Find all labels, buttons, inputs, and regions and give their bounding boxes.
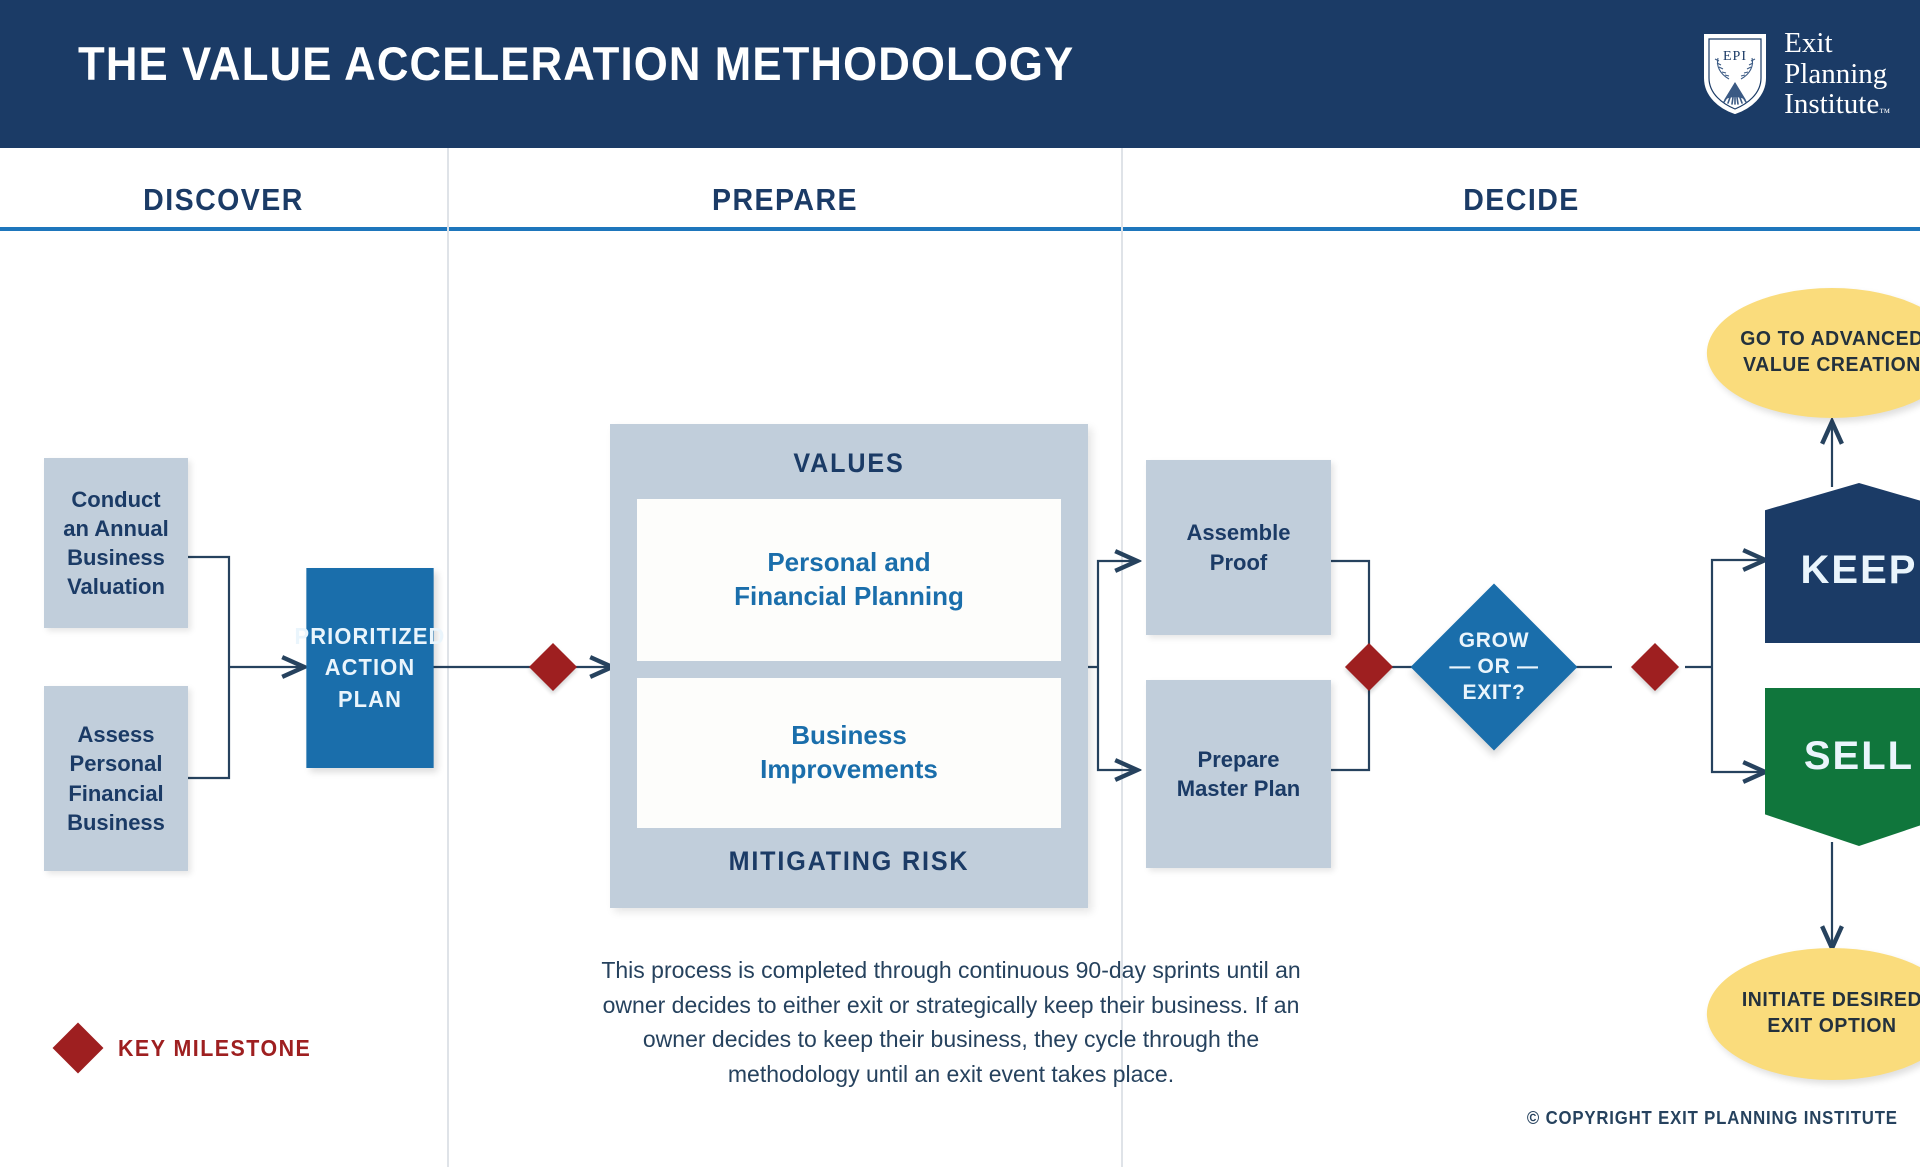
legend-key-milestone: KEY MILESTONE — [52, 1022, 326, 1074]
label-values: VALUES — [793, 448, 905, 478]
decision-line-3: EXIT? — [1462, 681, 1526, 705]
column-heading-prepare: PREPARE — [711, 182, 859, 217]
key-milestone-diamond-3 — [1630, 642, 1680, 692]
label-mitigating-risk: MITIGATING RISK — [728, 846, 970, 876]
column-heading-discover: DISCOVER — [143, 182, 304, 217]
legend-milestone-icon — [52, 1022, 104, 1074]
svg-text:EPI: EPI — [1723, 49, 1747, 64]
decision-line-1: GROW — [1458, 628, 1530, 652]
legend-milestone-label: KEY MILESTONE — [118, 1034, 312, 1061]
key-milestone-diamond-2 — [1344, 642, 1394, 692]
trademark-symbol: ™ — [1879, 107, 1890, 120]
divider-discover-prepare — [447, 148, 449, 1167]
logo-line-1: Exit — [1784, 26, 1833, 59]
decision-line-2: — OR — — [1449, 654, 1539, 678]
logo-line-2: Planning — [1784, 57, 1888, 90]
prepare-note-text: This process is completed through contin… — [601, 957, 1301, 1087]
rule-decide — [1123, 227, 1920, 231]
epi-logo: EPI Exit Planning In — [1702, 16, 1890, 132]
logo-line-3: Institute — [1784, 88, 1880, 121]
epi-shield-icon: EPI — [1704, 34, 1767, 115]
page-header: THE VALUE ACCELERATION METHODOLOGY EPI — [0, 0, 1920, 148]
copyright-text: © COPYRIGHT EXIT PLANNING INSTITUTE — [1527, 1108, 1898, 1128]
decision-grow-or-exit[interactable]: GROW — OR — EXIT? — [1410, 583, 1578, 751]
page-title: THE VALUE ACCELERATION METHODOLOGY — [78, 37, 1075, 90]
column-heading-decide: DECIDE — [1463, 182, 1580, 217]
rule-discover — [0, 227, 447, 231]
rule-prepare — [449, 227, 1121, 231]
key-milestone-diamond-1 — [528, 642, 578, 692]
outcome-sell[interactable]: SELL — [1765, 688, 1920, 846]
outcome-keep[interactable]: KEEP — [1765, 483, 1920, 643]
epi-logo-wordmark: Exit Planning Institute™ — [1784, 28, 1890, 120]
